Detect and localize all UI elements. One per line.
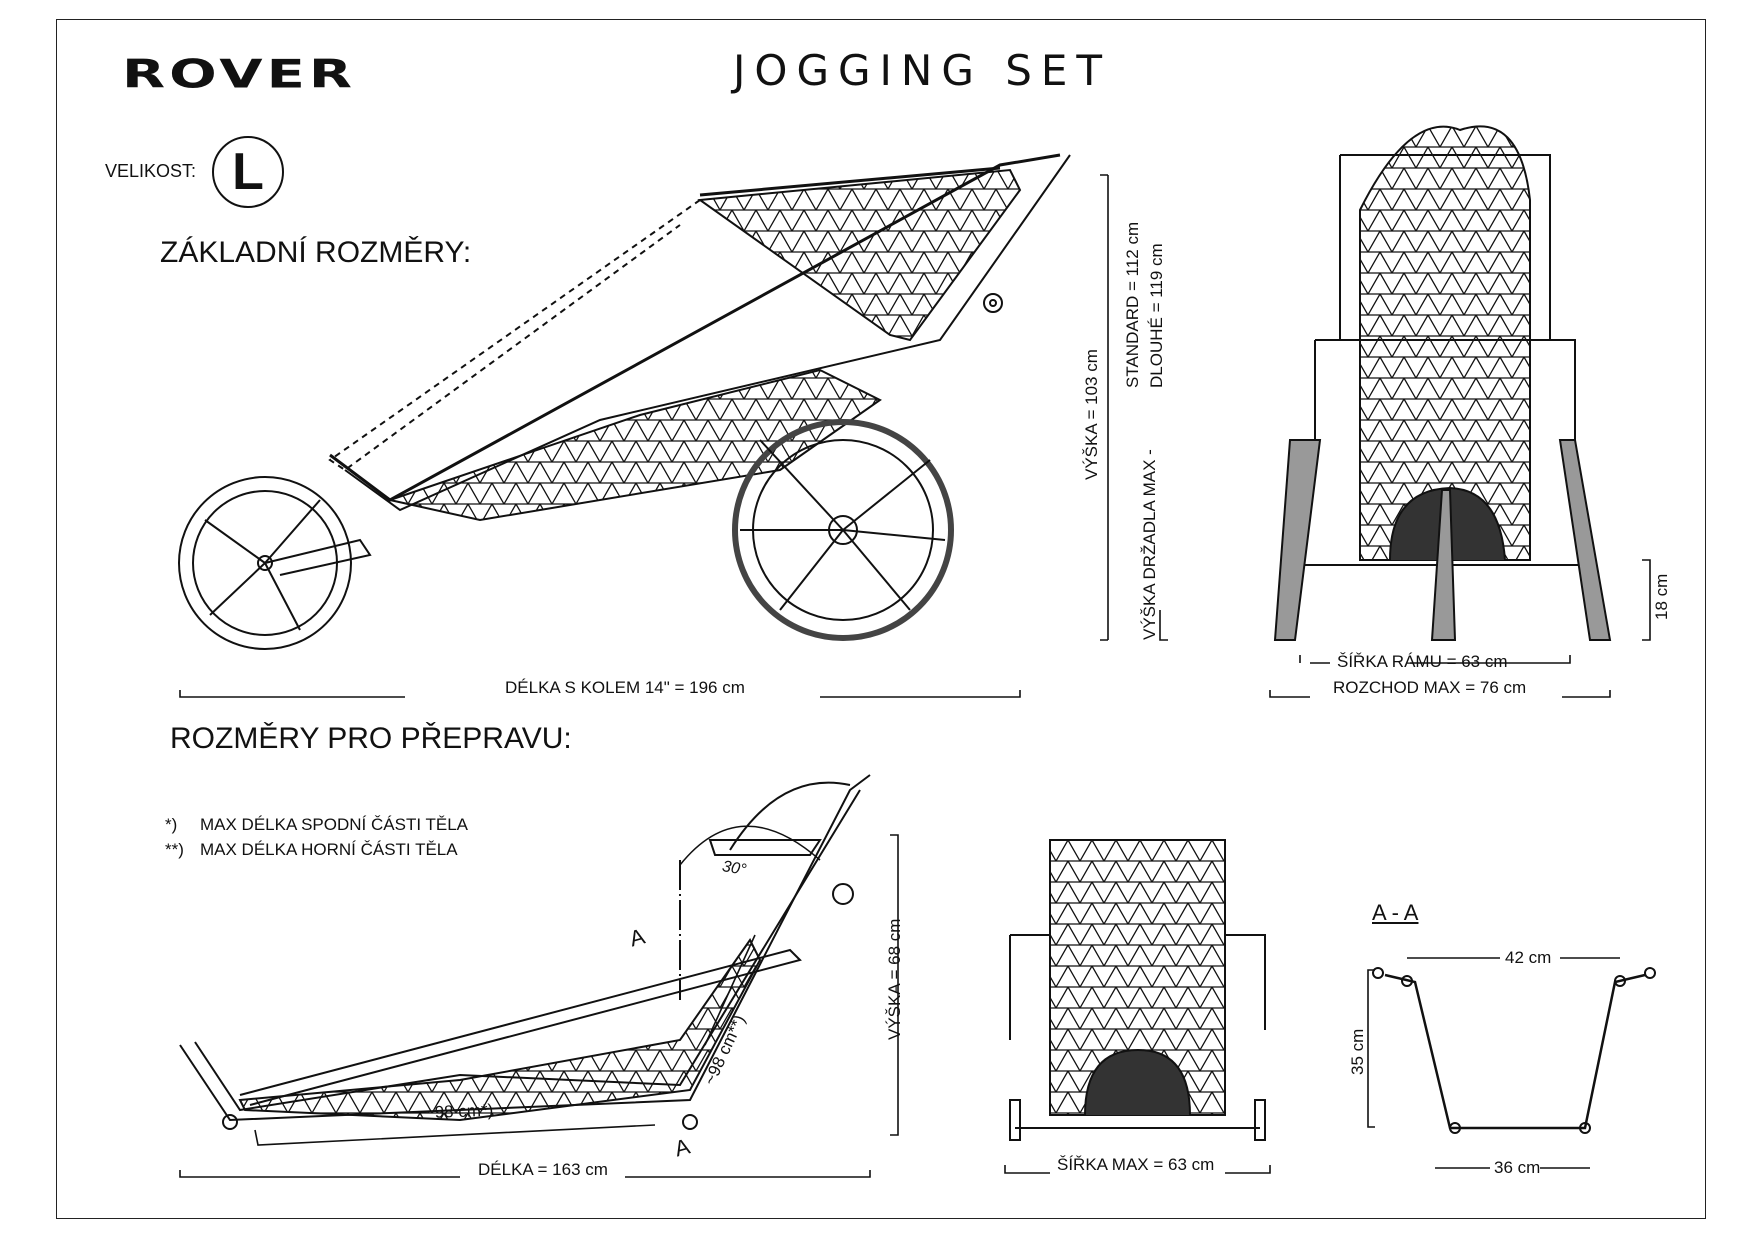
- note-text-1: MAX DÉLKA SPODNÍ ČÁSTI TĚLA: [200, 815, 468, 834]
- dimension-lines-transport: [179, 834, 899, 1178]
- note-mark-1: *): [165, 815, 178, 834]
- transport-height: VÝŠKA = 68 cm: [885, 918, 904, 1040]
- track-max: ROZCHOD MAX = 76 cm: [1333, 678, 1527, 697]
- section-aa-drawing: [1367, 957, 1656, 1169]
- length-with-wheel: DÉLKA S KOLEM 14" = 196 cm: [505, 678, 745, 697]
- section-top-width: 42 cm: [1505, 948, 1552, 967]
- section-depth: 35 cm: [1348, 1028, 1367, 1075]
- size-value: L: [232, 143, 264, 201]
- logo-text: ROVER: [122, 52, 356, 98]
- handle-long: DLOUHÉ = 119 cm: [1147, 243, 1166, 388]
- lower-body-length: ~ 98 cm*): [419, 1100, 494, 1123]
- transport-length: DÉLKA = 163 cm: [478, 1160, 608, 1179]
- section-transport-heading: ROZMĚRY PRO PŘEPRAVU:: [170, 722, 572, 755]
- transport-width-max: ŠÍŘKA MAX = 63 cm: [1057, 1155, 1215, 1174]
- rover-x-logo: ROVER: [122, 52, 356, 98]
- dimension-lines-basic: [179, 174, 1651, 698]
- wheel-side-dim: 18 cm: [1652, 573, 1671, 620]
- frame-width: ŠÍŘKA RÁMU = 63 cm: [1337, 652, 1508, 671]
- note-text-2: MAX DÉLKA HORNÍ ČÁSTI TĚLA: [200, 840, 458, 859]
- size-label: VELIKOST:: [105, 161, 197, 181]
- page-title: JOGGING SET: [733, 46, 1112, 95]
- front-view-stroller: [1273, 125, 1612, 641]
- note-mark-2: **): [165, 840, 184, 859]
- drawing-frame: [56, 19, 1706, 1219]
- handle-standard: STANDARD = 112 cm: [1123, 221, 1142, 388]
- transport-side-view: [179, 774, 871, 1130]
- section-aa-title: A - A: [1372, 900, 1419, 925]
- side-view-stroller: [178, 153, 1071, 650]
- transport-front-view: [1004, 839, 1271, 1174]
- section-basic-heading: ZÁKLADNÍ ROZMĚRY:: [160, 236, 472, 269]
- section-bottom-width: 36 cm: [1494, 1158, 1541, 1177]
- handle-height-label: VÝŠKA DRŽADLA MAX -: [1140, 449, 1159, 640]
- size-badge: L: [212, 136, 284, 208]
- height-label: VÝŠKA = 103 cm: [1082, 349, 1101, 480]
